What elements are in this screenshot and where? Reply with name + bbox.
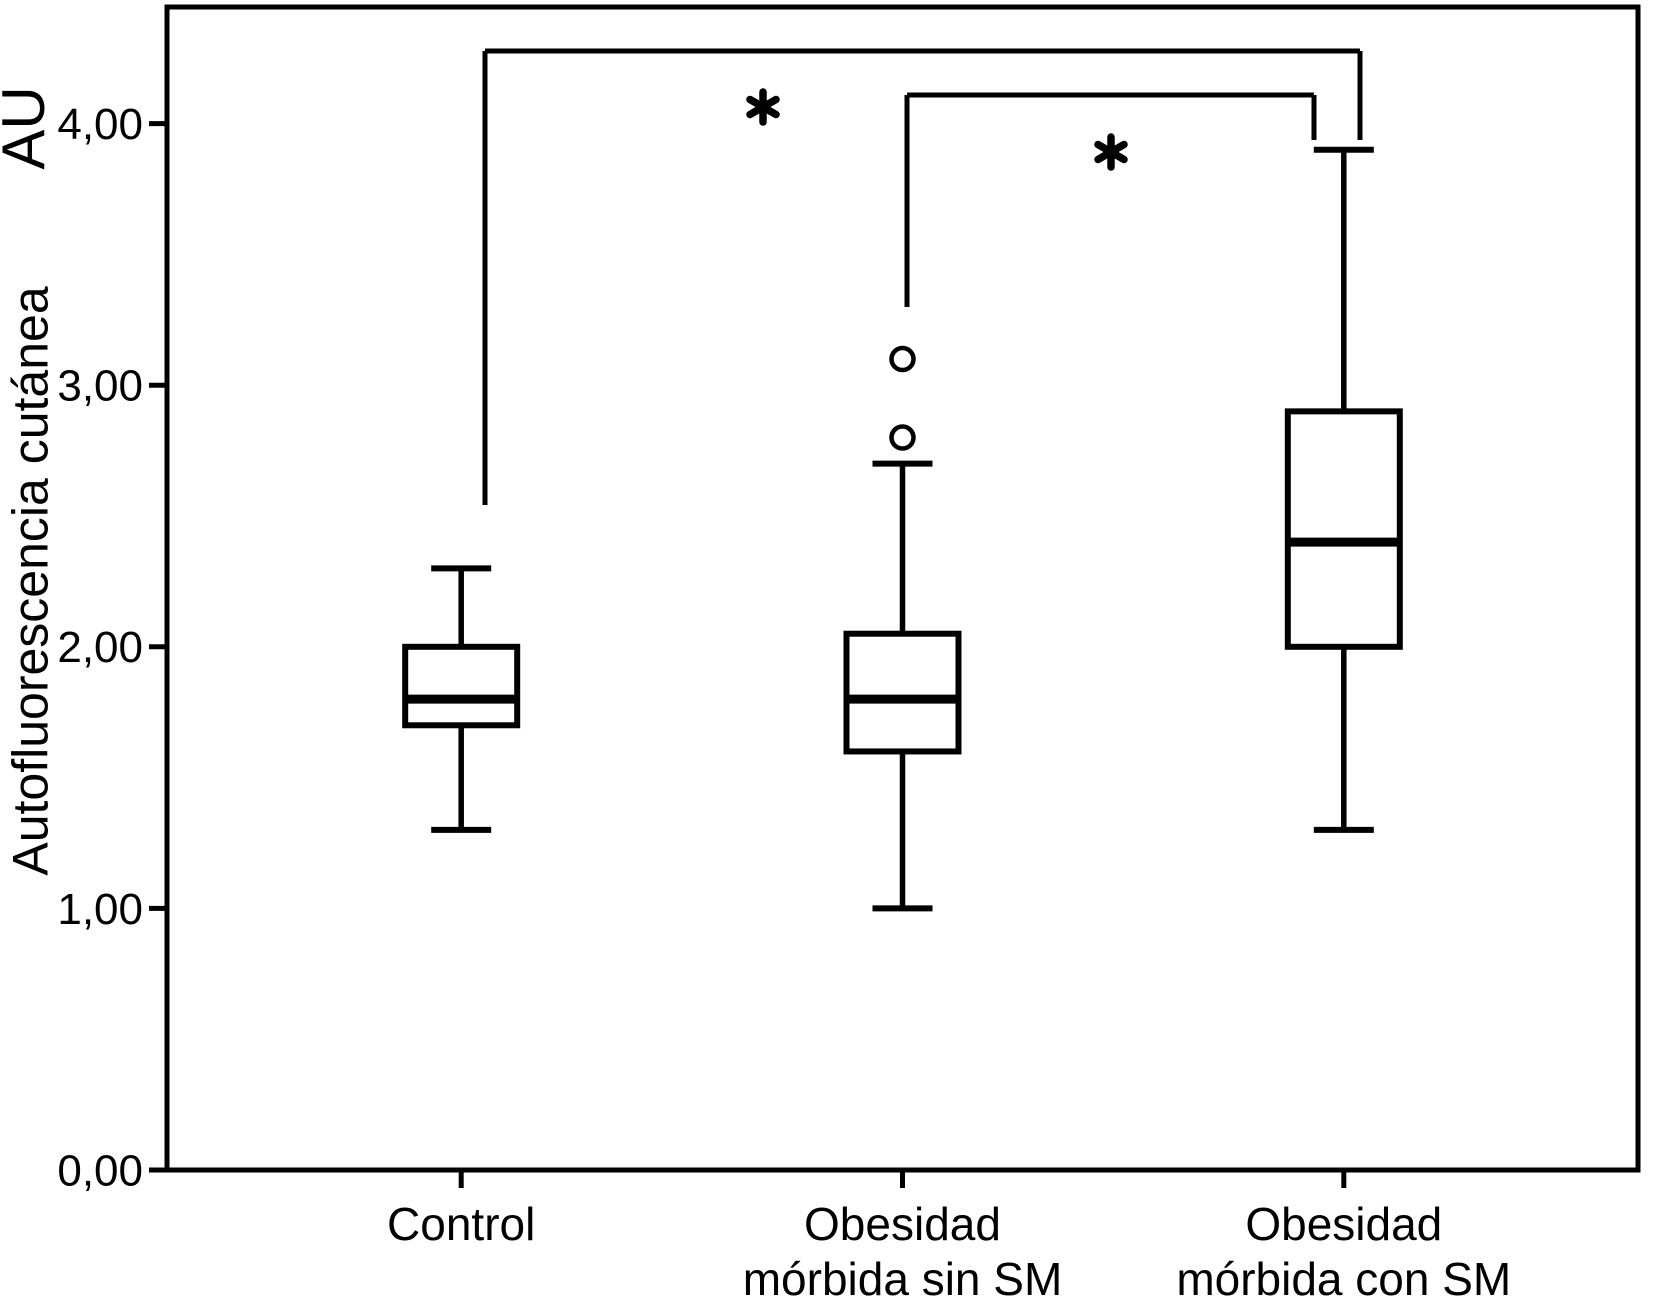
- significance-bracket-1: [482, 48, 1363, 505]
- y-tick-label: 1,00: [57, 885, 143, 934]
- significance-bracket-2: [904, 92, 1317, 307]
- iqr-box: [402, 643, 521, 729]
- asterisk-stroke: [1094, 140, 1128, 164]
- y-axis-label: Autofluorescencia cutánea: [3, 286, 59, 875]
- iqr-box: [1284, 408, 1403, 650]
- y-tick-label: 4,00: [57, 100, 143, 149]
- significance-asterisk: [1094, 133, 1128, 171]
- y-tick-label: 3,00: [57, 362, 143, 411]
- category-label-line: Obesidad: [804, 1198, 1001, 1250]
- y-tick-label: 0,00: [57, 1146, 143, 1195]
- y-axis-unit-label: AU: [0, 86, 57, 169]
- category-label-line: mórbida con SM: [1176, 1253, 1511, 1305]
- category-label-line: Obesidad: [1245, 1198, 1442, 1250]
- boxplot-group-2: [843, 345, 962, 912]
- asterisk-stroke: [746, 95, 780, 119]
- y-tick-label: 2,00: [57, 623, 143, 672]
- outlier-point: [889, 424, 916, 451]
- iqr-box: [843, 630, 962, 755]
- category-label: Control: [387, 1198, 535, 1250]
- significance-asterisk: [746, 88, 780, 126]
- category-label-line: Control: [387, 1198, 535, 1250]
- boxplot-group-1: [402, 565, 521, 833]
- category-label-line: mórbida sin SM: [743, 1253, 1063, 1305]
- boxplot-group-3: [1284, 146, 1403, 833]
- outlier-point: [889, 345, 916, 373]
